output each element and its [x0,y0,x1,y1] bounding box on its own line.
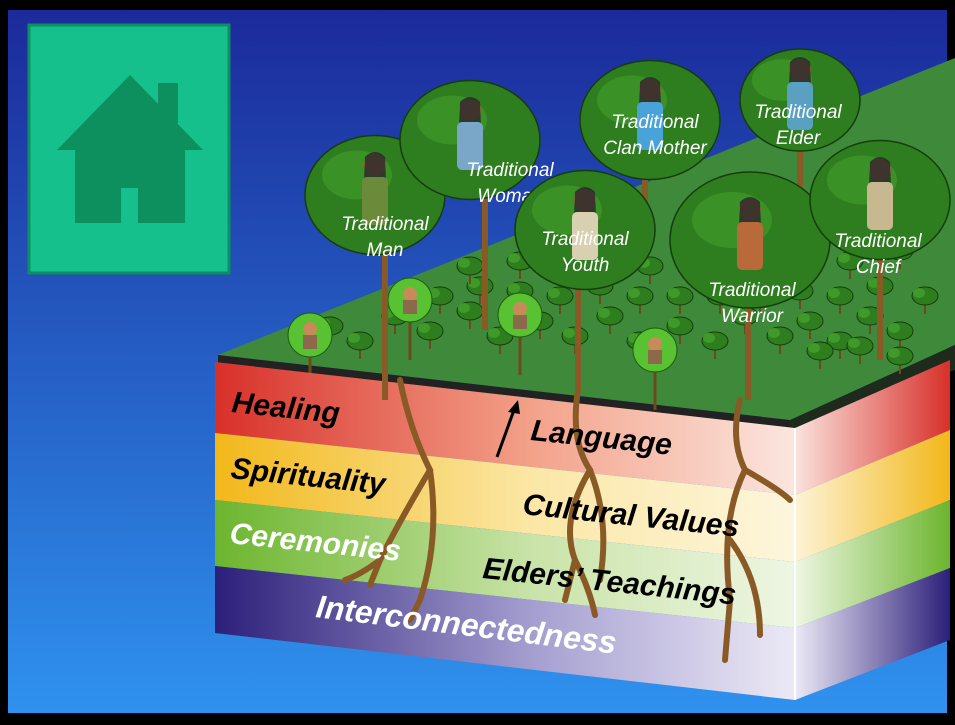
child-figure [632,327,678,410]
person-label-line2: Chief [856,257,902,278]
child-figure [387,277,433,360]
up-arrow-icon [495,400,520,458]
person-figure [572,187,598,260]
person-label-line1: Traditional [611,112,699,133]
person-label-line2: Clan Mother [603,138,707,159]
person-figure [787,57,813,130]
small-trees [287,211,939,410]
band-interconnectedness [215,566,795,700]
person-figure [637,77,663,150]
person-label-line2: Elder [776,128,821,149]
person-figure [867,157,893,230]
person-label-line1: Traditional [341,214,429,235]
person-label-line1: Traditional [541,229,629,250]
roots [342,377,793,663]
person-label-line1: Traditional [754,102,842,123]
person-figure [457,97,483,170]
band-spirituality [215,433,795,562]
person-label-line2: Warrior [721,306,784,327]
person-label-line1: Traditional [466,160,554,181]
person-label-line2: Man [367,240,404,261]
person-figure [737,197,763,270]
home-button[interactable] [27,23,231,275]
person-label-line1: Traditional [834,231,922,252]
person-label-line1: Traditional [708,280,796,301]
band-ceremonies [215,500,795,628]
child-figure [497,292,543,375]
soil-layers [215,360,950,700]
house-icon [57,75,203,223]
child-figure [287,312,333,395]
person-label-line2: Youth [561,255,610,276]
person-figure [362,152,388,225]
band-healing [215,362,795,495]
